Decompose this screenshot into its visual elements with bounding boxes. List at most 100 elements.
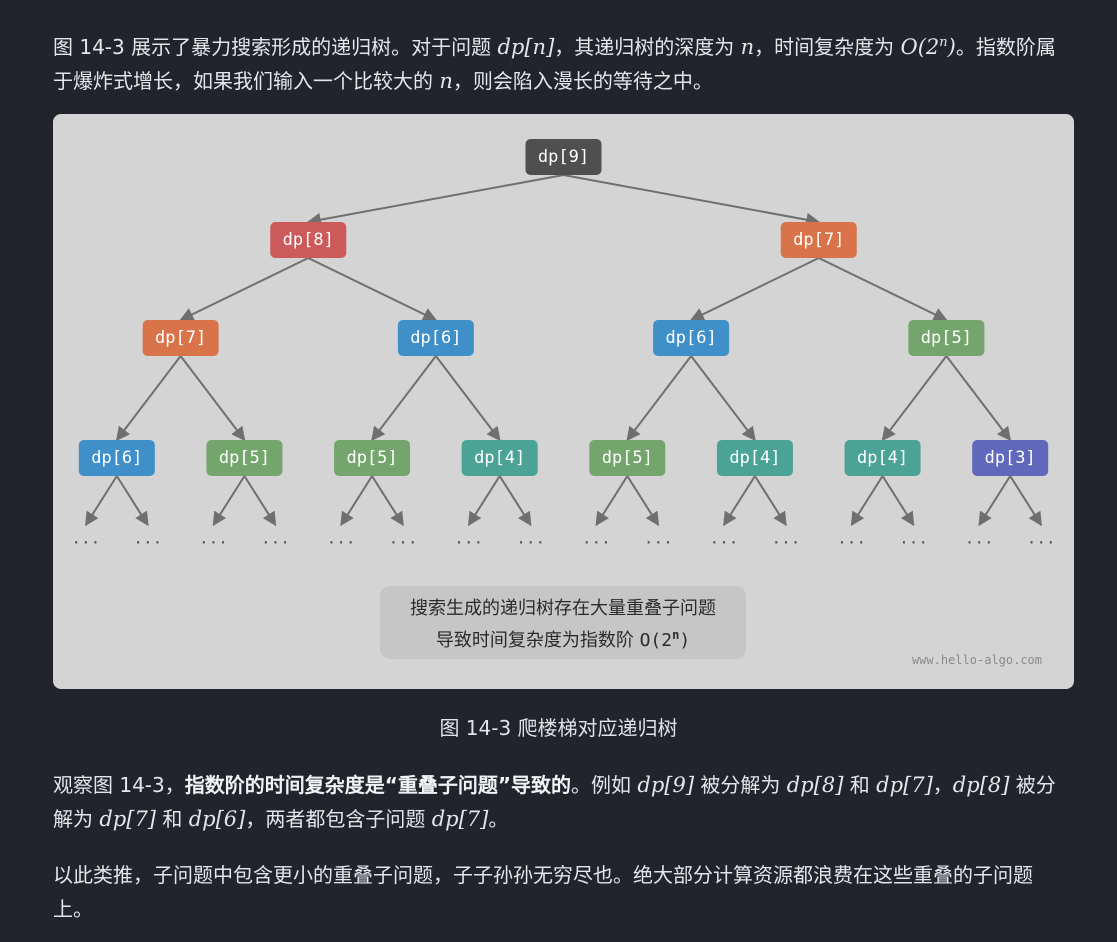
tree-node-label: dp[9] [538, 147, 589, 167]
ellipsis-placeholder: ··· [1027, 533, 1056, 552]
ellipsis-placeholder: ··· [516, 533, 545, 552]
ellipsis-placeholder: ··· [644, 533, 673, 552]
tree-node-label: dp[5] [346, 448, 397, 468]
tree-edge [626, 475, 660, 527]
ellipsis-placeholder: ··· [133, 533, 162, 552]
ellipsis-placeholder: ··· [71, 533, 100, 552]
ellipsis-placeholder: ··· [389, 533, 418, 552]
tree-node: dp[5] [334, 440, 411, 476]
tree-node: dp[9] [525, 139, 602, 175]
tree-edge [690, 355, 756, 442]
recursion-tree-diagram: dp[9] dp[8] dp[7] dp[7] dp[6] dp[6] dp[5] dp[6]… [71, 139, 1056, 552]
math-dp-7: dp[7] [99, 807, 156, 831]
tree-edge [626, 355, 692, 442]
note-line-1: 搜索生成的递归树存在大量重叠子问题 [410, 598, 716, 619]
note-line-2: 导致时间复杂度为指数阶 O(2n) [435, 628, 691, 651]
ellipsis-placeholder: ··· [454, 533, 483, 552]
tree-edge [179, 355, 246, 442]
math-n: n [740, 35, 755, 59]
tree-edge [563, 174, 821, 227]
intro-paragraph: 图 14-3 展示了暴力搜索形成的递归树。对于问题 dp[n]，其递归树的深度为… [53, 26, 1063, 98]
bold-statement: 指数阶的时间复杂度是“重叠子问题”导致的 [184, 773, 572, 797]
tree-node: dp[7] [780, 222, 857, 258]
math-dp-7: dp[7] [431, 807, 489, 831]
intro-text: ，其递归树的深度为 [554, 35, 741, 59]
tree-node: dp[5] [589, 440, 666, 476]
tree-node-label: dp[8] [283, 230, 334, 250]
tree-node-label: dp[6] [666, 328, 717, 348]
tree-edge [881, 355, 948, 442]
tree-edge [945, 355, 1012, 442]
tree-node-label: dp[6] [410, 328, 461, 348]
ellipsis-placeholder: ··· [771, 533, 800, 552]
tree-edge [467, 475, 501, 527]
tree-node-label: dp[7] [793, 230, 844, 250]
math-dp-8: dp[8] [952, 773, 1010, 797]
tree-edge [212, 475, 246, 527]
math-complexity: O(2n) [900, 35, 956, 59]
recursion-tree-figure: dp[9] dp[8] dp[7] dp[7] dp[6] dp[6] dp[5] dp[6]… [53, 114, 1074, 689]
tree-node-label: dp[5] [921, 328, 972, 348]
tree-edge [435, 355, 501, 442]
math-dp-9: dp[9] [637, 773, 695, 797]
tree-node: dp[4] [716, 440, 793, 476]
tree-node: dp[5] [206, 440, 283, 476]
tree-node: dp[7] [142, 320, 219, 356]
observation-paragraph: 观察图 14-3，指数阶的时间复杂度是“重叠子问题”导致的。例如 dp[9] 被… [53, 773, 1056, 831]
tree-node: dp[6] [397, 320, 474, 356]
tree-node-label: dp[5] [602, 448, 653, 468]
tree-edge [818, 257, 948, 321]
tree-node-label: dp[4] [474, 448, 525, 468]
tree-edge [595, 475, 629, 527]
tree-edge [1009, 475, 1043, 527]
ellipsis-placeholder: ··· [261, 533, 290, 552]
ellipsis-placeholder: ··· [899, 533, 928, 552]
math-dp-8: dp[8] [786, 773, 844, 797]
tree-node: dp[4] [461, 440, 538, 476]
tree-edge [115, 475, 149, 527]
tree-edge [243, 475, 277, 527]
tree-node: dp[6] [653, 320, 730, 356]
math-dp-n: dp[n] [497, 35, 555, 59]
intro-text: 图 14-3 展示了暴力搜索形成的递归树。对于问题 [53, 35, 498, 59]
tree-edge [179, 257, 309, 321]
tree-edge [850, 475, 884, 527]
overlap-note: 搜索生成的递归树存在大量重叠子问题 导致时间复杂度为指数阶 O(2n) [380, 586, 746, 659]
tree-node-label: dp[4] [857, 448, 908, 468]
figure-caption: 图 14-3 爬楼梯对应递归树 [439, 716, 678, 740]
ellipsis-placeholder: ··· [965, 533, 994, 552]
ellipsis-placeholder: ··· [327, 533, 356, 552]
tree-node-label: dp[7] [155, 328, 206, 348]
tree-edge [306, 174, 564, 227]
tree-edge [881, 475, 915, 527]
tree-node-label: dp[3] [985, 448, 1036, 468]
ellipsis-placeholder: ··· [199, 533, 228, 552]
math-dp-6: dp[6] [188, 807, 246, 831]
ellipsis-placeholder: ··· [709, 533, 738, 552]
math-dp-7: dp[7] [876, 773, 933, 797]
tree-edge [340, 475, 373, 527]
intro-text: ，时间复杂度为 [754, 35, 901, 59]
tree-edge [371, 475, 404, 527]
tree-node: dp[5] [908, 320, 985, 356]
conclusion-paragraph: 以此类推，子问题中包含更小的重叠子问题，子子孙孙无穷尽也。绝大部分计算资源都浪费… [53, 863, 1033, 921]
watermark: www.hello-algo.com [911, 653, 1042, 667]
ellipsis-placeholder: ··· [837, 533, 866, 552]
math-n: n [439, 69, 453, 93]
tree-edge [307, 257, 438, 321]
tree-node: dp[3] [972, 440, 1049, 476]
tree-edge [754, 475, 787, 527]
tree-edge [371, 355, 437, 442]
ellipsis-placeholder: ··· [582, 533, 611, 552]
tree-edge [723, 475, 756, 527]
tree-edge [84, 475, 118, 527]
tree-node: dp[8] [270, 222, 347, 258]
intro-text: ，则会陷入漫长的等待之中。 [452, 69, 713, 93]
tree-edge [115, 355, 182, 442]
tree-edge [689, 257, 820, 321]
intro-text: 。指数阶属于爆炸式增长，如果我们输入一个比较大的 [53, 35, 1056, 93]
tree-node-label: dp[6] [91, 448, 142, 468]
para-text: 观察图 14-3， [53, 773, 185, 797]
tree-node-label: dp[4] [729, 448, 780, 468]
tree-edge [498, 475, 532, 527]
